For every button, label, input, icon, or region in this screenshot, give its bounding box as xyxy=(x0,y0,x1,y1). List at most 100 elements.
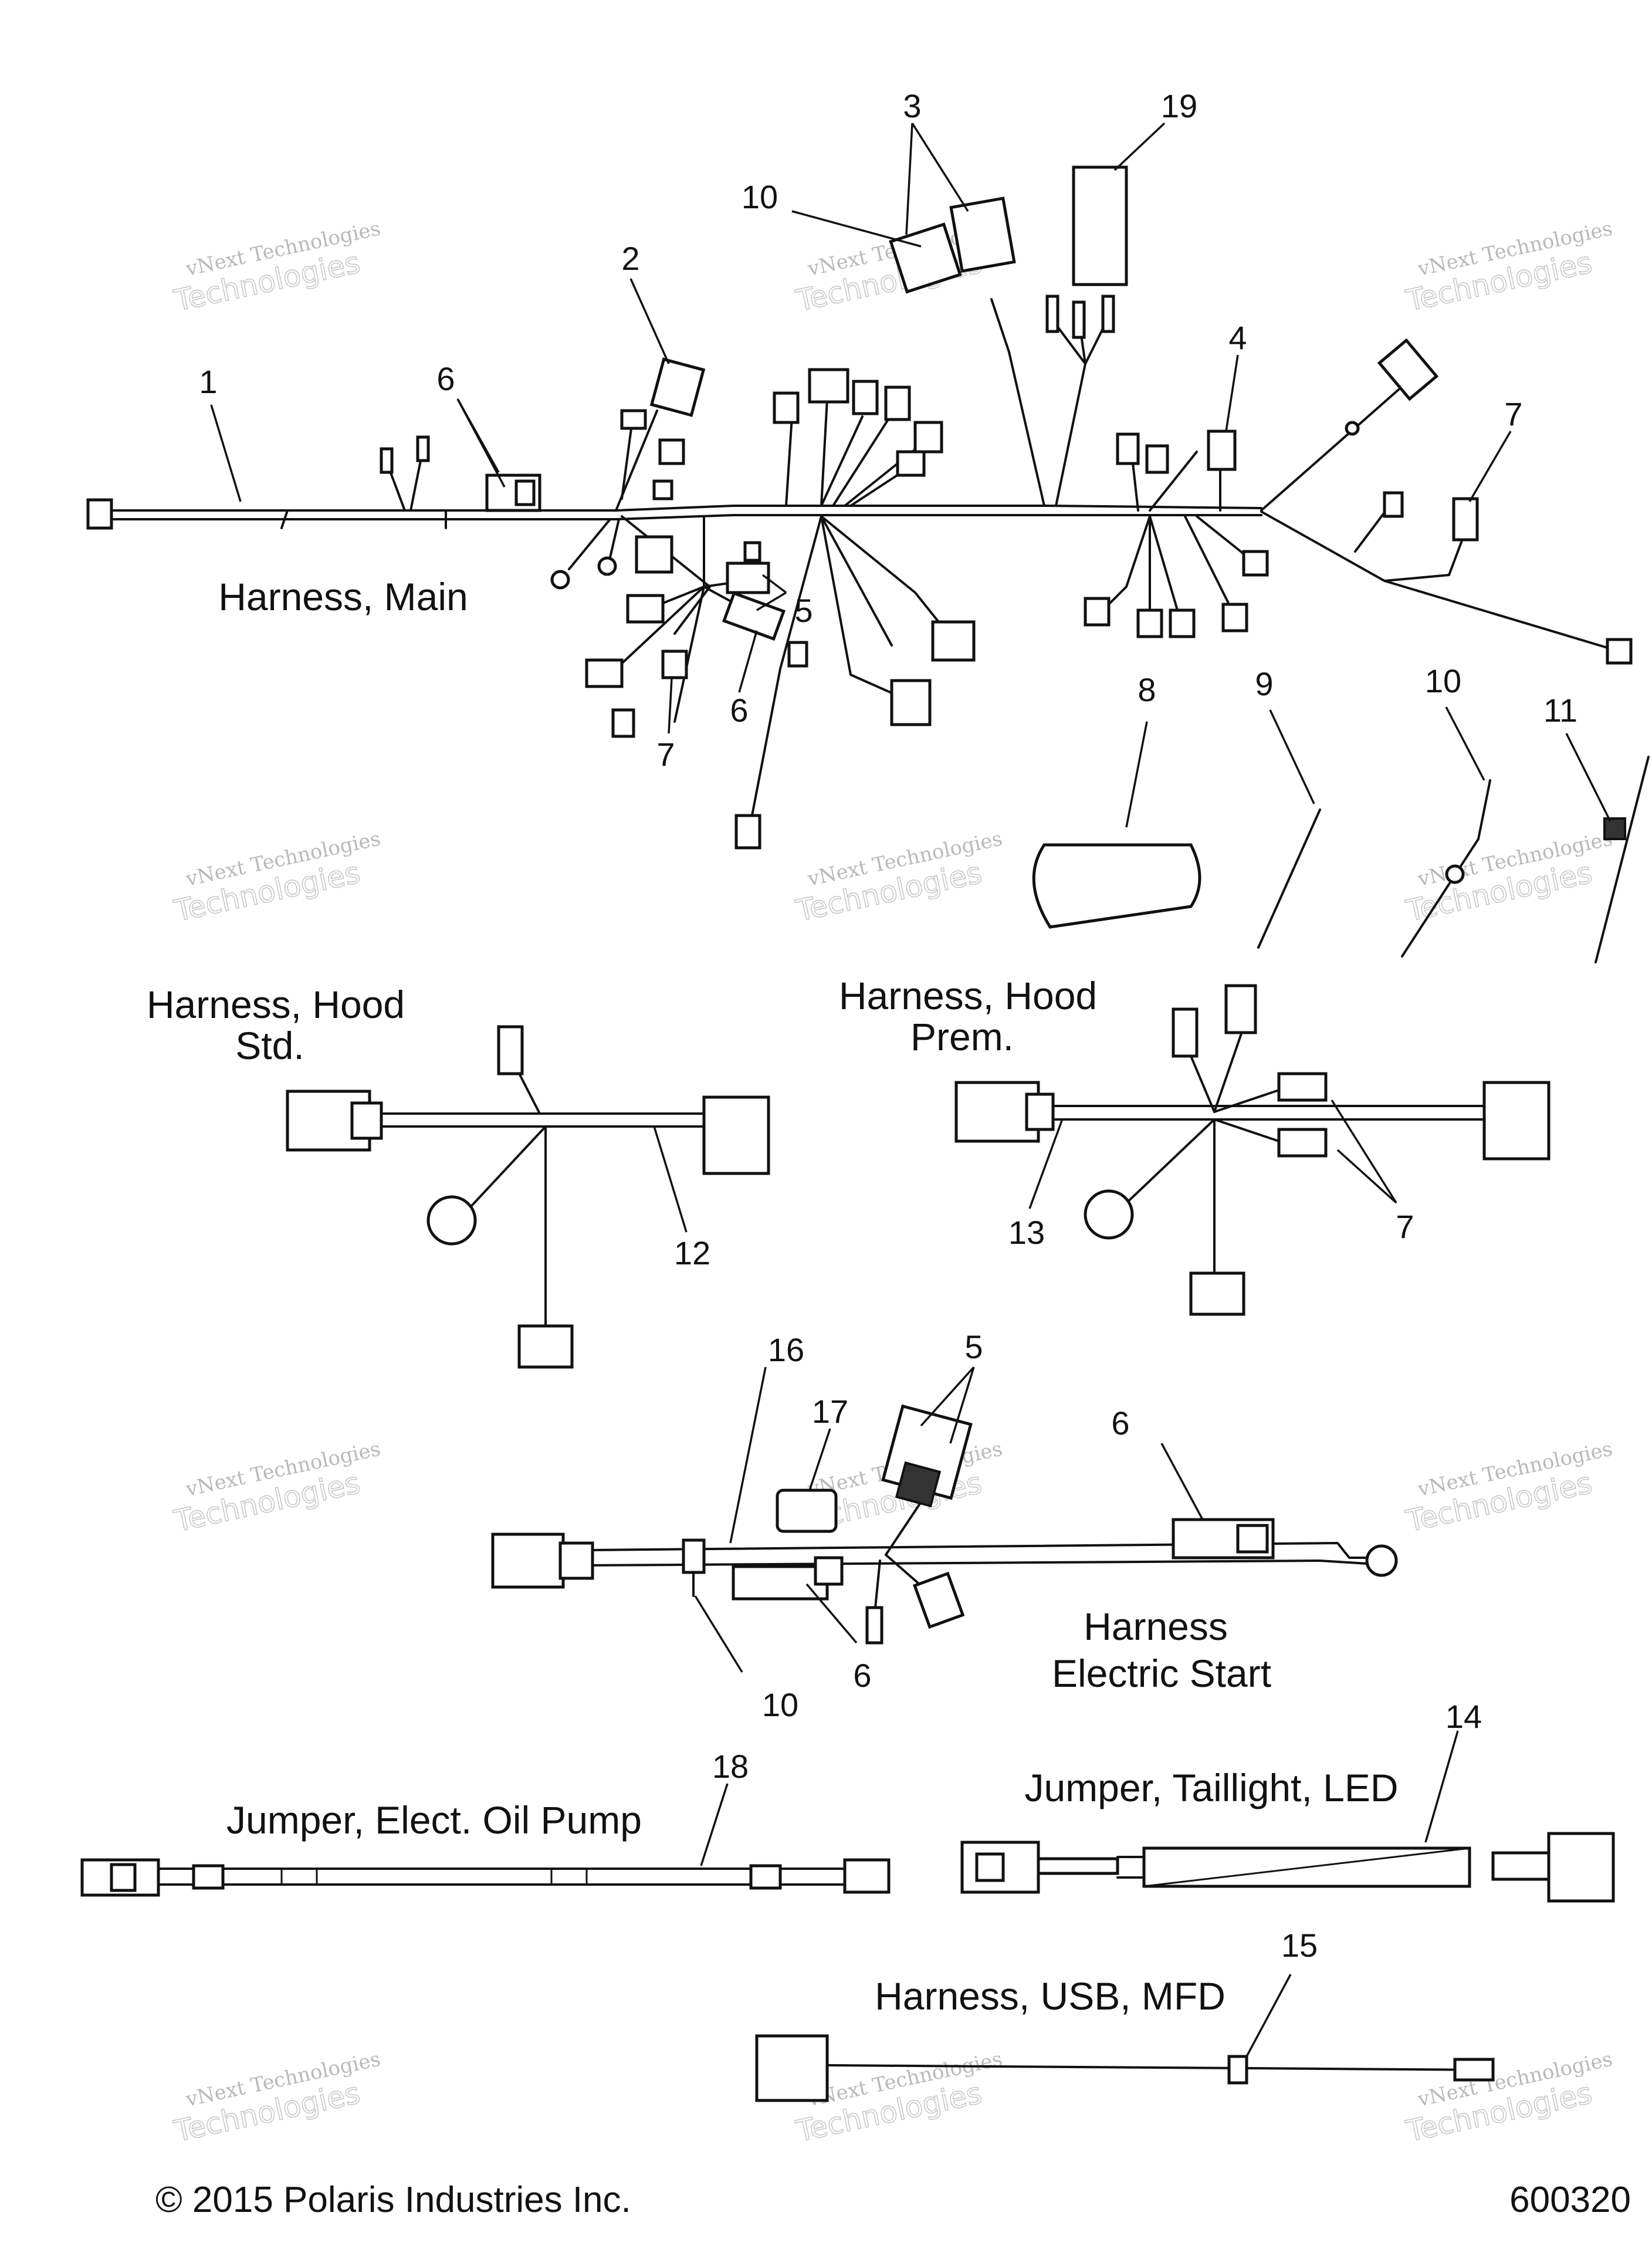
ring-terminal xyxy=(550,570,570,590)
callout-18: 18 xyxy=(712,1748,749,1785)
trunk-end-connector xyxy=(86,498,113,530)
callouts-main: 1 6 2 10 3 19 4 7 5 6 7 xyxy=(199,87,1522,773)
grommet xyxy=(1227,2055,1248,2085)
connector xyxy=(931,620,976,662)
connector xyxy=(755,2034,829,2102)
callout-15: 15 xyxy=(1281,1927,1318,1964)
branch xyxy=(820,515,893,647)
leader xyxy=(1468,431,1512,502)
fuse-holder xyxy=(416,435,430,462)
sleeve-seam xyxy=(1143,1847,1471,1887)
callout-6: 6 xyxy=(436,360,455,397)
leader xyxy=(1160,1443,1204,1520)
trunk xyxy=(585,1542,1368,1559)
module-19 xyxy=(1072,165,1128,286)
connector-round xyxy=(426,1195,477,1246)
label-electric-start-1: Harness xyxy=(1084,1605,1228,1648)
part-8-boot: 8 xyxy=(1032,671,1201,929)
connector-3b xyxy=(949,197,1016,273)
connector xyxy=(1169,608,1196,638)
connector-round xyxy=(1084,1189,1134,1240)
callout-6: 6 xyxy=(853,1657,871,1694)
callout-2: 2 xyxy=(621,240,639,277)
connector xyxy=(1224,984,1257,1034)
callout-5: 5 xyxy=(794,592,813,629)
connector xyxy=(954,1081,1040,1143)
connector-6-latch xyxy=(514,479,536,506)
connector-5 xyxy=(726,561,770,594)
connector xyxy=(1145,444,1169,474)
connector xyxy=(1136,608,1163,638)
connector xyxy=(635,535,673,574)
connector xyxy=(1482,1081,1551,1161)
connector xyxy=(611,708,635,738)
connector xyxy=(585,658,624,688)
ring-terminal xyxy=(597,556,617,576)
callout-7: 7 xyxy=(1504,395,1522,432)
wire-lead xyxy=(1037,1857,1119,1875)
cap-17 xyxy=(776,1489,838,1533)
harness-hood-std: Harness, Hood Std. 12 xyxy=(147,983,770,1369)
leader xyxy=(1424,1730,1459,1843)
connector xyxy=(843,1858,891,1894)
callout-10: 10 xyxy=(1425,662,1461,699)
fuse xyxy=(1101,295,1115,333)
rear-branch xyxy=(1260,510,1620,652)
connector xyxy=(1383,491,1404,518)
callout-3: 3 xyxy=(903,87,921,124)
part-10-tie: 10 xyxy=(1401,662,1491,958)
connector-6-latch xyxy=(1236,1524,1269,1554)
clip xyxy=(682,1538,706,1574)
label-hood-prem-1: Harness, Hood xyxy=(839,974,1097,1017)
branch xyxy=(462,1125,547,1216)
branch-19 xyxy=(1055,363,1086,507)
callout-5: 5 xyxy=(964,1328,983,1365)
rear-branch-connector xyxy=(1606,638,1633,665)
leader xyxy=(920,1366,975,1427)
branch xyxy=(615,586,705,670)
cable-11 xyxy=(1595,756,1650,963)
leader xyxy=(1445,706,1485,781)
branch-3 xyxy=(990,298,1045,507)
label-taillight: Jumper, Taillight, LED xyxy=(1024,1766,1398,1809)
label-oil-pump: Jumper, Elect. Oil Pump xyxy=(226,1798,642,1842)
branch-upper-right xyxy=(1260,380,1409,512)
leader xyxy=(729,1366,767,1544)
branch xyxy=(750,515,822,823)
leader xyxy=(653,1126,688,1233)
branch xyxy=(832,404,899,507)
watermark: vNext Technologies Technologies xyxy=(793,827,1004,928)
label-hood-std-2: Std. xyxy=(235,1024,304,1067)
leader xyxy=(668,677,673,734)
clip xyxy=(1345,421,1360,436)
clip xyxy=(1445,864,1465,884)
watermark: vNext Technologies Technologies xyxy=(171,216,382,318)
wrap xyxy=(192,1864,225,1890)
part-11-clip: 11 xyxy=(1543,692,1650,963)
connector xyxy=(1172,1007,1199,1058)
watermark: vNext Technologies Technologies xyxy=(171,1437,382,1538)
callout-7: 7 xyxy=(656,736,675,773)
watermark: vNext Technologies Technologies xyxy=(171,827,382,928)
harness-usb-mfd: Harness, USB, MFD 15 xyxy=(755,1927,1495,2102)
branch xyxy=(1149,515,1180,617)
leader xyxy=(1269,709,1315,804)
connector xyxy=(1242,550,1269,577)
connector xyxy=(517,1324,574,1369)
branch xyxy=(785,415,793,507)
ground-wire xyxy=(568,518,611,570)
label-hood-prem-2: Prem. xyxy=(910,1015,1014,1058)
connector xyxy=(743,541,761,562)
connector xyxy=(852,380,879,415)
callout-19: 19 xyxy=(1161,87,1197,124)
branch xyxy=(1149,451,1198,512)
connector-4 xyxy=(1207,429,1237,471)
label-hood-std-1: Harness, Hood xyxy=(147,983,405,1026)
leader xyxy=(1336,1149,1397,1204)
connector xyxy=(1116,432,1140,465)
clip-post xyxy=(280,509,289,529)
connector-7 xyxy=(1452,497,1479,542)
callout-4: 4 xyxy=(1228,319,1247,356)
callout-10: 10 xyxy=(762,1686,798,1723)
callout-13: 13 xyxy=(1008,1214,1045,1251)
